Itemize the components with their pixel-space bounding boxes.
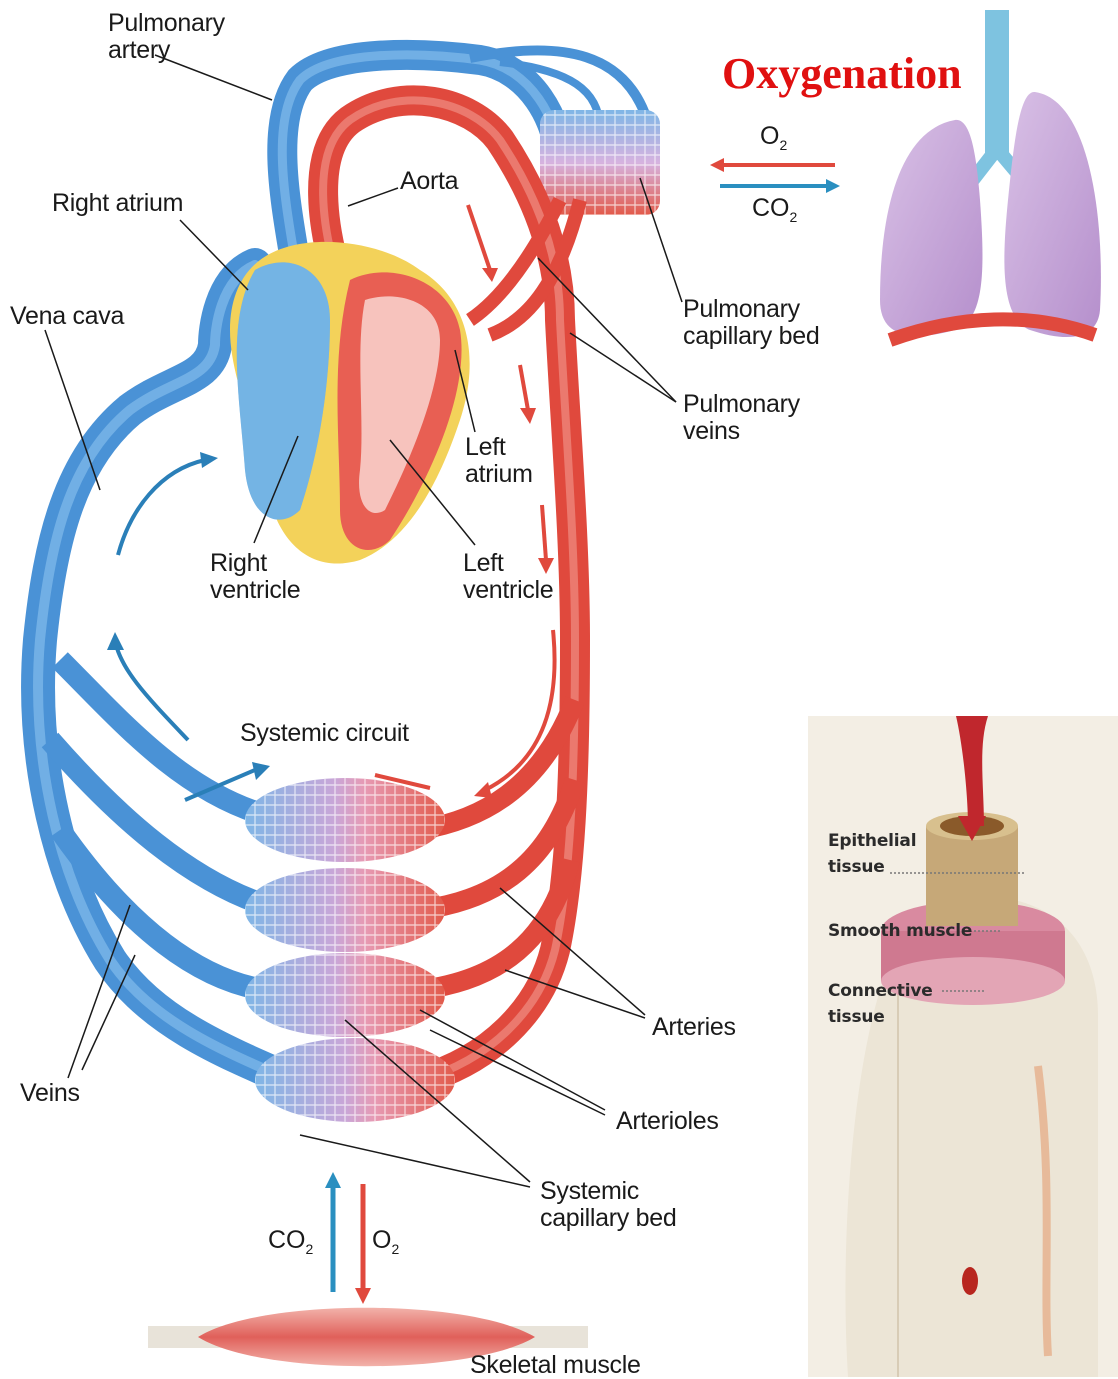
label-pulmonary-artery: Pulmonary artery [108, 10, 225, 64]
vessel-layers-panel [808, 716, 1118, 1377]
label-pulmonary-co2: CO2 [752, 194, 797, 225]
label-pulmonary-capillary-bed: Pulmonary capillary bed [683, 296, 819, 350]
label-vena-cava: Vena cava [10, 303, 124, 330]
label-aorta: Aorta [400, 168, 458, 195]
label-systemic-capillary-bed: Systemic capillary bed [540, 1178, 676, 1232]
label-epithelial-tissue: Epithelial tissue [828, 828, 916, 880]
label-left-atrium: Left atrium [465, 434, 533, 488]
label-smooth-muscle: Smooth muscle [828, 918, 972, 944]
page-title: Oxygenation [722, 48, 962, 99]
label-right-atrium: Right atrium [52, 190, 183, 217]
systemic-capillary-beds [245, 778, 455, 1122]
label-systemic-circuit: Systemic circuit [240, 720, 409, 747]
label-left-ventricle: Left ventricle [463, 550, 553, 604]
vessel-illustration [808, 716, 1118, 1377]
label-pulmonary-o2: O2 [760, 122, 787, 153]
label-pulmonary-veins: Pulmonary veins [683, 391, 800, 445]
label-systemic-co2: CO2 [268, 1226, 313, 1257]
label-veins: Veins [20, 1080, 80, 1107]
label-connective-tissue: Connective tissue [828, 978, 933, 1030]
label-skeletal-muscle: Skeletal muscle [470, 1352, 641, 1379]
label-arterioles: Arterioles [616, 1108, 719, 1135]
label-right-ventricle: Right ventricle [210, 550, 300, 604]
label-systemic-o2: O2 [372, 1226, 399, 1257]
label-arteries: Arteries [652, 1014, 736, 1041]
